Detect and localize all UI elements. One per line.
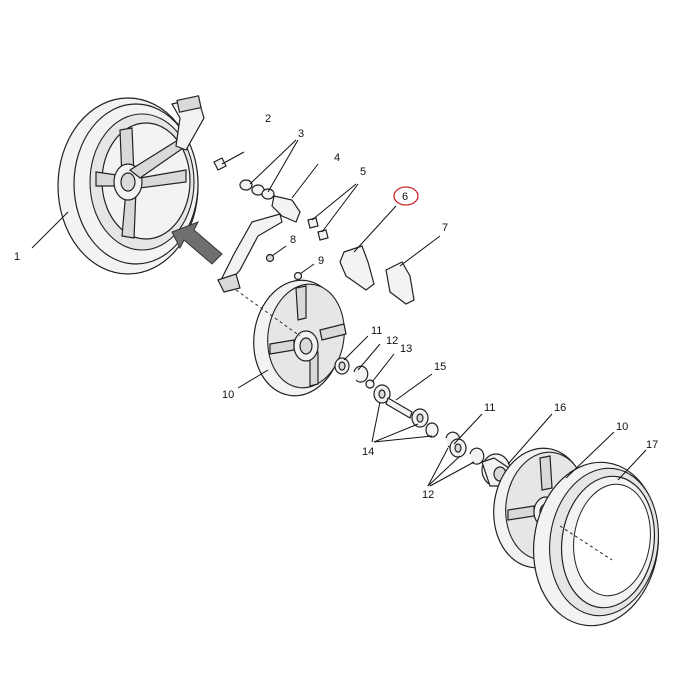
part-17-tire	[532, 461, 660, 627]
highlight-ring	[393, 186, 419, 206]
callout-9: 9	[318, 255, 324, 267]
callout-11-top: 11	[371, 325, 382, 337]
assembly-direction-arrow	[171, 221, 223, 265]
callout-16: 16	[554, 402, 566, 414]
callout-8: 8	[290, 234, 296, 246]
callout-7: 7	[442, 222, 448, 234]
part-8-nut	[265, 253, 275, 263]
part-3-washers	[239, 179, 275, 200]
callout-3: 3	[298, 128, 304, 140]
callout-5: 5	[360, 166, 366, 178]
part-9-nut	[293, 271, 303, 281]
callout-11-bottom: 11	[484, 402, 495, 414]
axle-assembly	[334, 357, 485, 465]
callout-10-right: 10	[616, 421, 628, 433]
callout-13: 13	[400, 343, 412, 355]
part-10-rim-left	[253, 279, 347, 397]
callout-2: 2	[265, 113, 271, 125]
part-4-arm	[217, 195, 301, 293]
callout-1: 1	[14, 251, 20, 263]
callout-12-bottom: 12	[422, 489, 434, 501]
part-2-bolt	[213, 151, 245, 171]
callout-6: 6	[402, 191, 408, 203]
callout-15: 15	[434, 361, 446, 373]
leader-lines	[31, 139, 647, 487]
part-7-scraper-plate	[385, 261, 415, 305]
assembled-wheel	[57, 95, 205, 275]
callout-10-left: 10	[222, 389, 234, 401]
callout-4: 4	[334, 152, 340, 164]
part-5-screws	[307, 217, 329, 241]
callout-17: 17	[646, 439, 658, 451]
part-6-scraper-plate	[339, 245, 375, 291]
callout-12-top: 12	[386, 335, 398, 347]
callout-14: 14	[362, 446, 374, 458]
callout-labels: 1 2 3 4 5 6 7 8 9 10 11 12 13 15 14 11 1…	[14, 113, 658, 501]
